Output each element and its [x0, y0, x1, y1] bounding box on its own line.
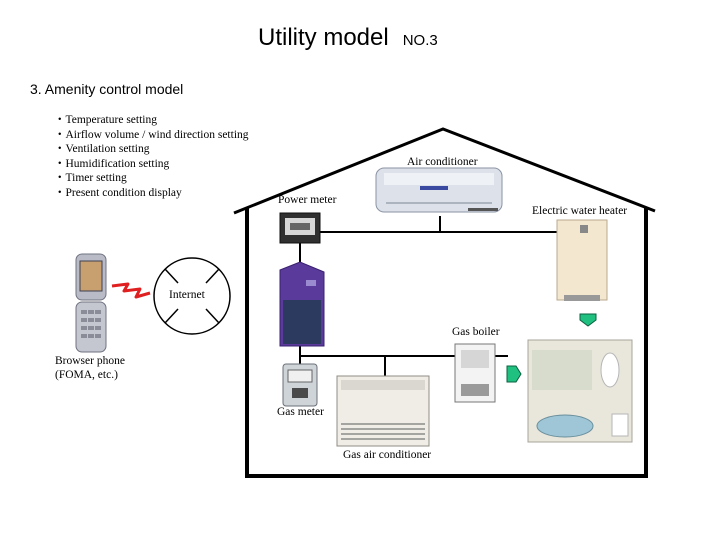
- electric-water-heater-label: Electric water heater: [532, 205, 628, 217]
- gas-air-conditioner-label: Gas air conditioner: [343, 449, 432, 461]
- air-conditioner-icon: [375, 167, 503, 213]
- feature-item: ・Temperature setting: [54, 114, 157, 126]
- feature-list: ・Temperature setting ・Airflow volume / w…: [54, 113, 249, 200]
- gas-meter-label: Gas meter: [277, 406, 324, 418]
- section-heading: 3. Amenity control model: [30, 81, 184, 97]
- internet-label: Internet: [169, 289, 205, 301]
- feature-item: ・Present condition display: [54, 186, 182, 199]
- title-number: NO.3: [402, 32, 438, 49]
- page-title: Utility model NO.3: [258, 24, 438, 52]
- right-arrow-icon: [506, 365, 522, 383]
- house-outline: [233, 127, 656, 478]
- gas-meter-icon: [282, 363, 318, 407]
- gas-air-conditioner-icon: [336, 375, 430, 447]
- internet-globe-icon: [153, 257, 231, 335]
- home-controller-icon: [279, 261, 325, 347]
- feature-item: ・Humidification setting: [54, 157, 170, 170]
- wiring: [299, 216, 560, 376]
- down-arrow-icon: [579, 313, 597, 327]
- browser-phone-label: Browser phone: [55, 355, 125, 367]
- wireless-signal-icon: [111, 282, 151, 299]
- title-text: Utility model: [258, 24, 389, 51]
- browser-phone-icon: [75, 253, 107, 353]
- feature-item: ・Ventilation setting: [54, 143, 150, 155]
- power-meter-label: Power meter: [278, 194, 337, 206]
- power-meter-icon: [279, 212, 321, 244]
- feature-item: ・Airflow volume / wind direction setting: [54, 128, 249, 141]
- gas-boiler-label: Gas boiler: [452, 326, 500, 338]
- bathroom-image-icon: [527, 339, 633, 443]
- browser-phone-sublabel: (FOMA, etc.): [55, 369, 118, 381]
- electric-water-heater-icon: [556, 219, 608, 301]
- feature-item: ・Timer setting: [54, 172, 127, 184]
- gas-boiler-icon: [454, 343, 496, 403]
- air-conditioner-label: Air conditioner: [407, 156, 478, 168]
